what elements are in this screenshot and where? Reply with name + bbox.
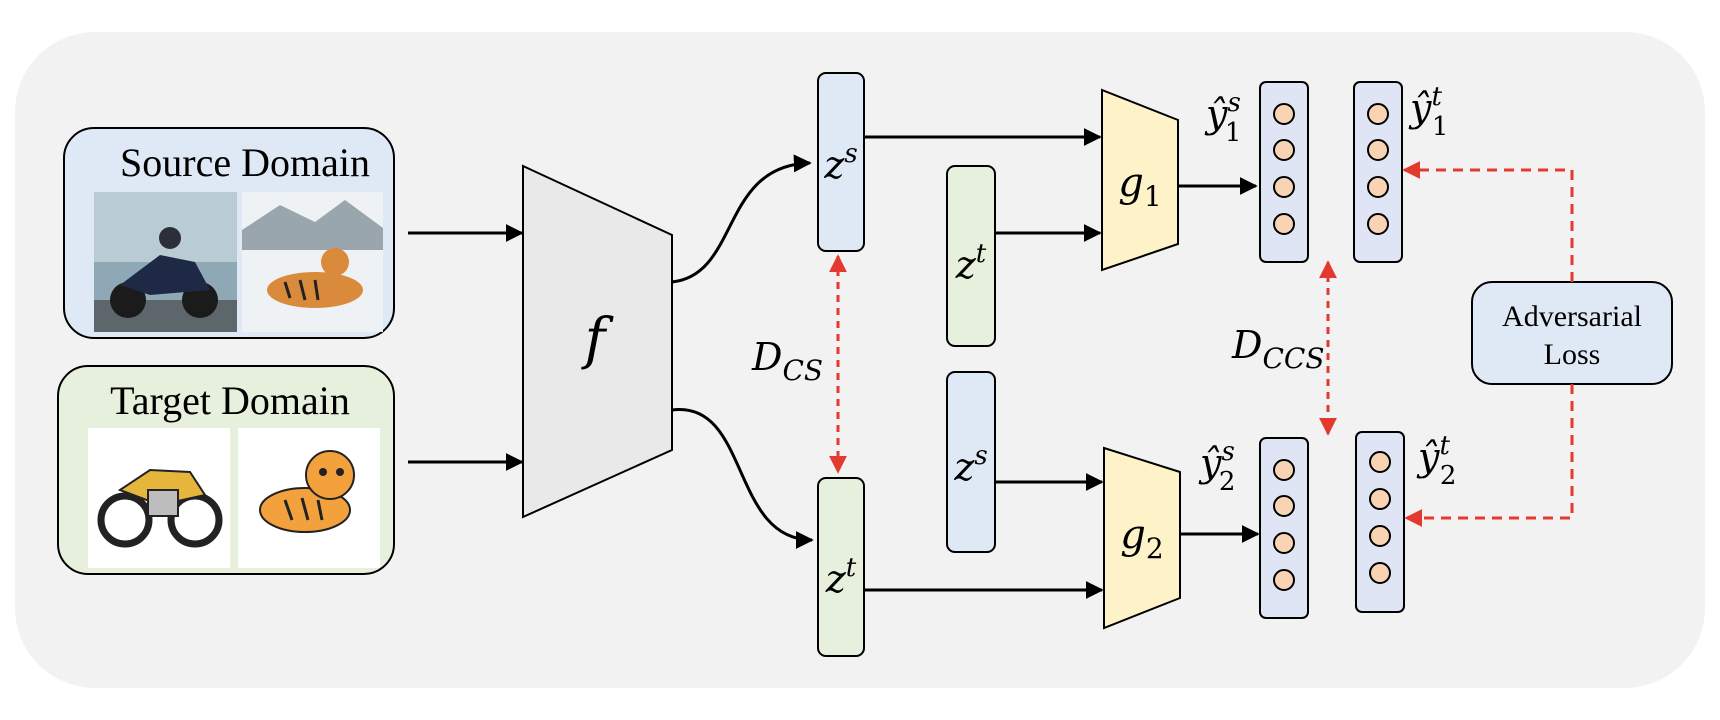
zs-mid-sup: s [974, 441, 987, 471]
target-domain-box: Target Domain [57, 365, 395, 575]
zs-main-base: z [823, 143, 845, 187]
f-to-zt-arrow [671, 408, 814, 549]
output-y1t [1353, 81, 1403, 263]
adversarial-loss-line2: Loss [1544, 338, 1601, 371]
label-dccs: DCCS [1231, 323, 1325, 375]
output-node [1367, 139, 1389, 161]
zt-main-base: z [825, 557, 847, 601]
zs-main-sup: s [844, 139, 857, 169]
zt-main-sup: t [846, 553, 857, 583]
output-y2s [1259, 437, 1309, 619]
adversarial-to-y2t-arrow [1404, 384, 1574, 527]
zs-mid-base: z [953, 445, 975, 489]
adversarial-loss-line1: Adversarial [1502, 300, 1642, 333]
output-node [1273, 139, 1295, 161]
g2-base: g [1120, 512, 1146, 558]
output-node [1273, 459, 1295, 481]
feature-zt-main: zt [817, 477, 865, 657]
source-domain-box: Source Domain [63, 127, 395, 339]
g2-sub: 2 [1146, 532, 1164, 565]
svg-text:zs: zs [953, 441, 987, 489]
output-node [1369, 525, 1391, 547]
label-dcs: DCS [751, 335, 823, 387]
svg-text:g2: g2 [1120, 512, 1163, 565]
classifier-g1: g1 [1101, 88, 1179, 272]
tiger-cartoon-icon [238, 428, 380, 568]
output-node [1369, 562, 1391, 584]
zt-mid-base: z [955, 243, 977, 287]
adversarial-to-y1t-arrow [1402, 161, 1574, 282]
feature-zs-mid: zs [946, 371, 996, 553]
output-node [1367, 103, 1389, 125]
feature-zt-mid: zt [946, 165, 996, 347]
target-domain-title: Target Domain [110, 378, 350, 423]
output-node [1273, 532, 1295, 554]
output-node [1273, 569, 1295, 591]
svg-text:zt: zt [825, 553, 857, 601]
g1-sub: 1 [1144, 180, 1162, 213]
zt-mid-sup: t [976, 239, 987, 269]
feature-extractor: f [522, 164, 673, 519]
svg-text:zt: zt [955, 239, 987, 287]
output-node [1273, 176, 1295, 198]
output-node [1367, 176, 1389, 198]
motorcycle-cartoon-icon [88, 428, 230, 568]
output-node [1367, 213, 1389, 235]
output-node [1273, 103, 1295, 125]
classifier-g2: g2 [1103, 446, 1181, 630]
svg-text:g1: g1 [1118, 160, 1161, 213]
adversarial-loss-box: Adversarial Loss [1471, 281, 1673, 385]
g1-base: g [1118, 160, 1144, 206]
tiger-photo-icon [242, 192, 383, 332]
motorcycle-photo-icon [94, 192, 237, 332]
source-domain-title: Source Domain [120, 140, 370, 185]
output-node [1369, 488, 1391, 510]
output-y1s [1259, 81, 1309, 263]
output-node [1273, 495, 1295, 517]
f-to-zs-arrow [671, 154, 812, 284]
svg-text:zs: zs [823, 139, 857, 187]
feature-zs-main: zs [817, 72, 865, 252]
output-node [1369, 451, 1391, 473]
output-node [1273, 213, 1295, 235]
output-y2t [1355, 431, 1405, 613]
